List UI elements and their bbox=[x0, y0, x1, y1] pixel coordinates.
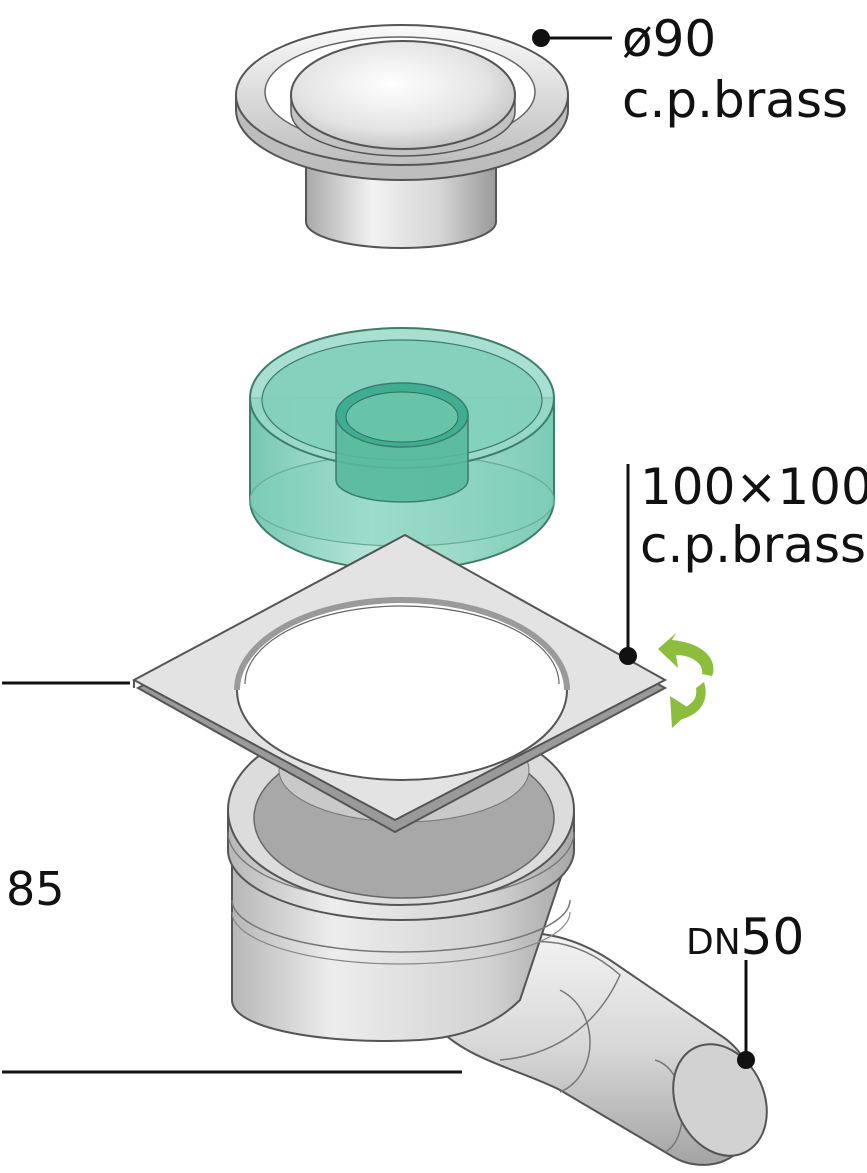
cover-material-label: c.p.brass bbox=[622, 71, 849, 129]
outlet-size-label: DN50 bbox=[686, 912, 804, 962]
cover-dimension-label: ø90 bbox=[622, 10, 717, 68]
height-dimension-label: 85 bbox=[6, 862, 65, 916]
frame-material-label: c.p.brass bbox=[640, 516, 867, 574]
frame-dimension-label: 100×100 bbox=[640, 458, 867, 516]
leader-lines bbox=[2, 29, 755, 1074]
drain-cover bbox=[235, 24, 569, 249]
outlet-size-value: 50 bbox=[740, 908, 805, 966]
square-frame bbox=[131, 533, 668, 834]
rotate-arrows-icon bbox=[658, 633, 714, 728]
odour-trap-insert bbox=[249, 327, 555, 571]
outlet-prefix: DN bbox=[686, 922, 741, 963]
